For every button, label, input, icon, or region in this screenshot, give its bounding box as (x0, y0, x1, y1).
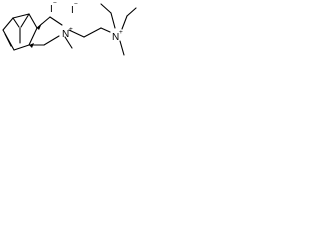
bond-c6-c1-double (4, 33, 12, 47)
chain-nitrogen-charge: + (119, 29, 123, 36)
bond-c5-c6 (13, 44, 30, 51)
bond-c1-c2 (2, 17, 14, 31)
bond-n2-methyl (119, 40, 125, 56)
bond-c4-c5 (28, 27, 38, 46)
structure-diagram: N + N + I − I − (2, 0, 137, 56)
stereo-wedge-top (37, 23, 42, 30)
iodide-label-1: I (71, 5, 74, 16)
iodide-charge-2: − (53, 0, 57, 7)
bond-chain-2 (83, 27, 102, 38)
bicyclic-framework (2, 13, 38, 51)
ring-nitrogen-label: N (62, 29, 69, 40)
bridge-left (12, 17, 20, 28)
ring-nitrogen-substituents (64, 27, 111, 49)
bond-c2-c3 (12, 13, 30, 19)
chain-nitrogen-substituents (100, 3, 137, 56)
chain-nitrogen-label: N (112, 32, 119, 43)
bridge-right (20, 13, 30, 28)
bond-n-chain-1 (68, 29, 85, 38)
bond-n2-ethyl-b1 (121, 15, 128, 30)
bond-n2-ethyl-b2 (126, 7, 137, 17)
bond-n-methyl (64, 36, 73, 49)
iodide-label-2: I (50, 4, 53, 15)
bond-c3-c4 (28, 13, 38, 29)
bond-ring-to-n-bottom (43, 35, 60, 46)
pyrrolidinium-ring (28, 16, 63, 48)
iodide-charge-1: − (74, 1, 78, 8)
bond-n2-ethyl-a1 (110, 12, 116, 29)
bond-chain-to-n2 (100, 27, 111, 33)
bond-n2-ethyl-a2 (100, 3, 112, 14)
stereo-wedge-bottom (29, 43, 34, 48)
bond-ring-to-n-top (49, 16, 63, 26)
ring-nitrogen-charge: + (69, 26, 73, 33)
